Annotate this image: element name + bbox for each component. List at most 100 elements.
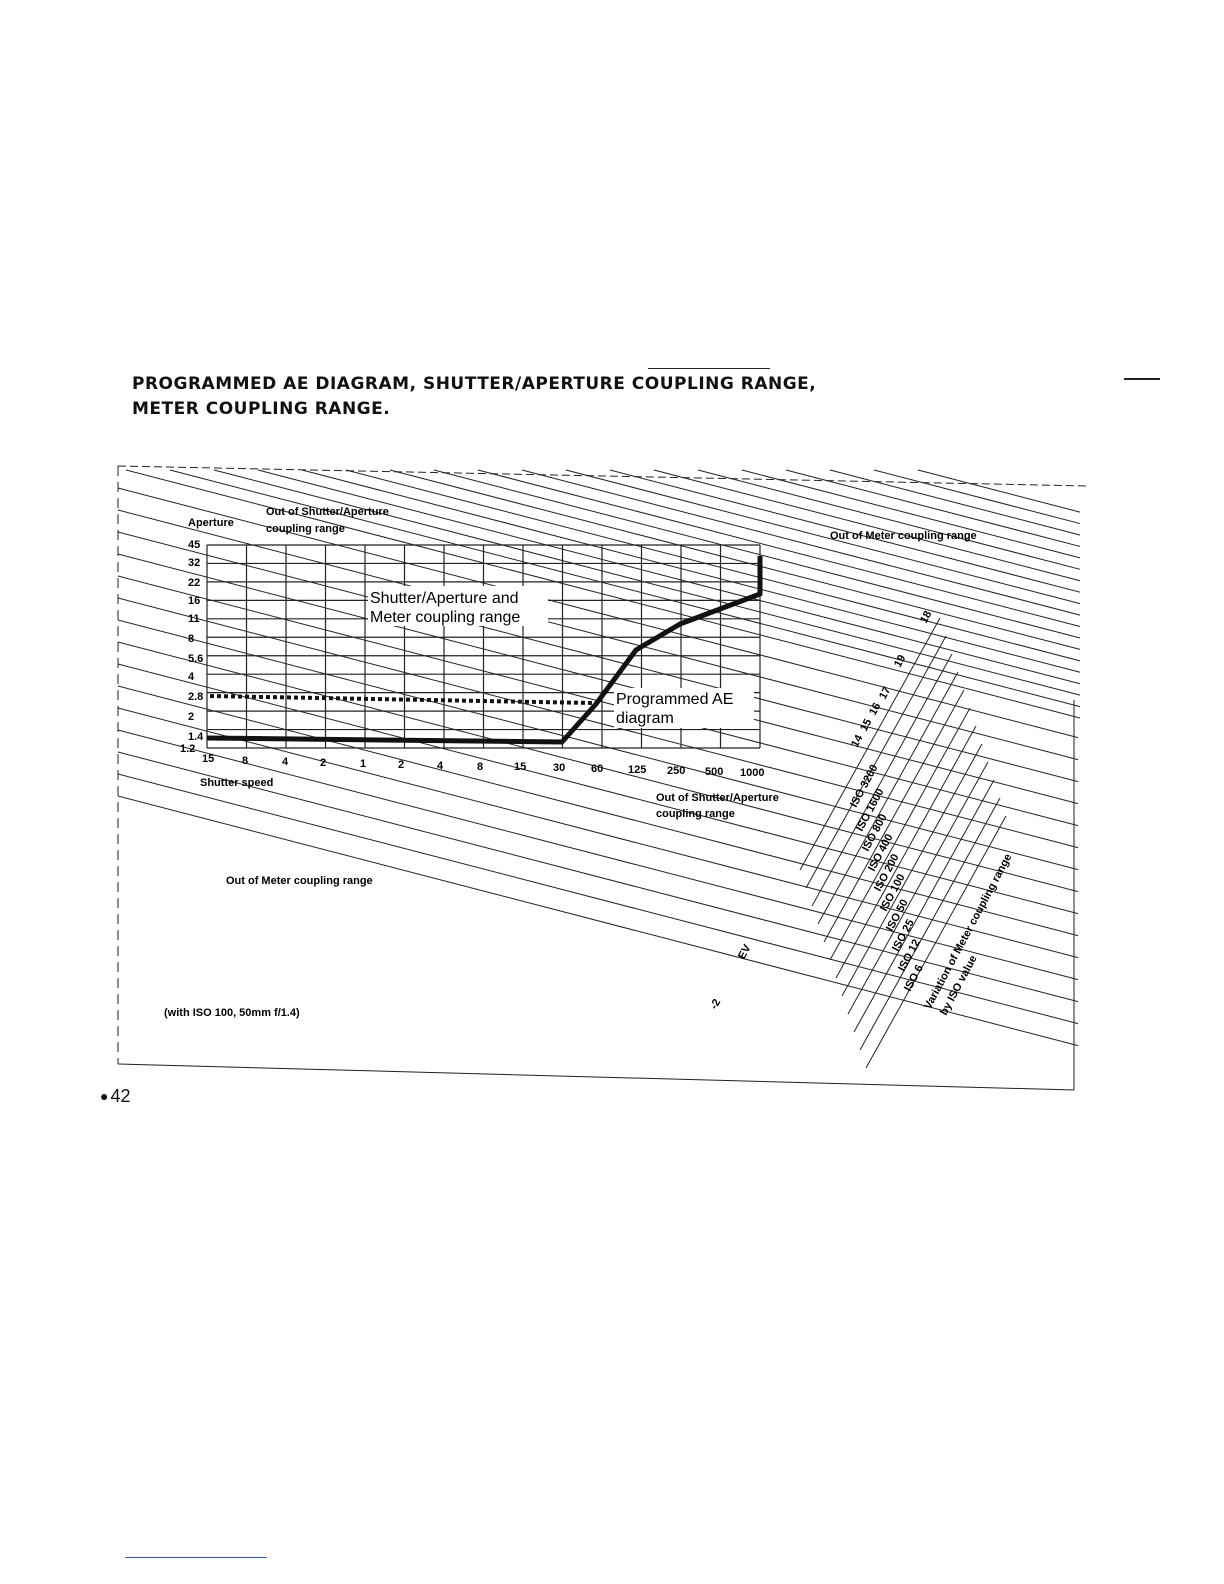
- ev-diagonal-line: [117, 751, 1079, 1003]
- aperture-axis: Aperture 45 32 22 16 11 8 5.6 4 2.8 2 1.…: [180, 517, 234, 755]
- iso-bracket-line: [829, 707, 971, 961]
- ev-diagonal-line: [257, 469, 1081, 685]
- shutter-tick: 1000: [740, 767, 764, 779]
- ev-diagonal-line: [117, 531, 1079, 783]
- aperture-tick: 1.4: [188, 731, 204, 743]
- ev-diagonal-line: [433, 469, 1081, 639]
- programmed-dotted-line: [209, 694, 593, 705]
- ev-diagonal-line: [301, 469, 1081, 673]
- ev-diagonal-line: [117, 619, 1079, 871]
- ev-value: 17: [877, 685, 893, 701]
- ev-value: 16: [867, 701, 883, 717]
- shutter-axis: 15 8 4 2 1 2 4 8 15 30 60 125 250 500 10…: [200, 753, 764, 789]
- ev-diagonal-line: [741, 469, 1081, 559]
- aperture-tick: 2: [188, 711, 194, 723]
- ev-diagonal-line: [213, 469, 1081, 696]
- shutter-tick: 30: [553, 762, 565, 774]
- ev-diagonal-line: [829, 469, 1081, 536]
- iso-bracket-lines: [799, 617, 1007, 1069]
- aperture-tick: 4: [188, 671, 195, 683]
- ev-value: -2: [708, 997, 723, 1011]
- decorative-rule-top: [648, 368, 770, 369]
- aperture-tick: 11: [188, 613, 200, 625]
- programmed-ae-label-line-2: diagram: [616, 710, 674, 727]
- ev-diagonal-lines: [117, 469, 1081, 1047]
- shutter-tick: 125: [628, 764, 646, 776]
- ev-diagonal-line: [117, 773, 1079, 1025]
- ev-diagonal-line: [521, 469, 1081, 616]
- decorative-rule-bottom: [125, 1557, 267, 1558]
- aperture-tick: 22: [188, 577, 200, 589]
- aperture-tick: 32: [188, 557, 200, 569]
- iso-bracket-line: [817, 671, 959, 925]
- aperture-tick: 8: [188, 633, 194, 645]
- ev-diagonal-line: [117, 597, 1079, 849]
- aperture-label: Aperture: [188, 517, 234, 529]
- ev-diagonal-line: [389, 469, 1081, 650]
- ev-diagonal-line: [917, 469, 1081, 513]
- ev-value: 18: [918, 609, 934, 625]
- shutter-tick: 60: [591, 763, 603, 775]
- iso-bracket-line: [853, 779, 995, 1033]
- shutter-speed-label: Shutter speed: [200, 777, 273, 789]
- condition-note: (with ISO 100, 50mm f/1.4): [164, 1007, 300, 1019]
- shutter-tick: 15: [202, 753, 214, 765]
- ev-value: 19: [892, 653, 908, 669]
- out-of-meter-top-label: Out of Meter coupling range: [830, 530, 977, 542]
- ev-diagonal-line: [117, 641, 1079, 893]
- shutter-tick: 2: [398, 759, 404, 771]
- iso-bracket-line: [859, 797, 1001, 1051]
- ev-diagonal-line: [117, 729, 1079, 981]
- ev-diagonal-line: [117, 553, 1079, 805]
- bullet-icon: ●: [100, 1088, 109, 1104]
- variation-label-line-1: Variation of Meter coupling range: [922, 852, 1014, 1011]
- ev-diagonal-line: [117, 509, 1079, 761]
- ev-diagonal-line: [117, 685, 1079, 937]
- diagram-frame: [117, 465, 1089, 1091]
- ev-diagonal-line: [117, 707, 1079, 959]
- ev-diagonal-line: [125, 469, 1081, 719]
- page-title-line-1: PROGRAMMED AE DIAGRAM, SHUTTER/APERTURE …: [132, 374, 817, 394]
- ev-diagonal-line: [477, 469, 1081, 628]
- ev-diagonal-line: [345, 469, 1081, 662]
- shutter-tick: 500: [705, 766, 723, 778]
- out-of-shutter-aperture-bottom-line-2: coupling range: [656, 808, 735, 820]
- shutter-tick: 1: [360, 758, 366, 770]
- ev-diagonal-line: [609, 469, 1081, 593]
- shutter-tick: 2: [320, 757, 326, 769]
- out-of-shutter-aperture-top-line-2: coupling range: [266, 523, 345, 535]
- programmed-ae-label-line-1: Programmed AE: [616, 691, 733, 708]
- ev-value: 15: [858, 717, 874, 733]
- programmed-ae-line: [206, 556, 763, 745]
- out-of-shutter-aperture-bottom-line-1: Out of Shutter/Aperture: [656, 792, 779, 804]
- ev-diagonal-line: [117, 663, 1079, 915]
- iso-bracket-line: [865, 815, 1007, 1069]
- decorative-rule-right: [1124, 378, 1160, 380]
- aperture-tick: 1.2: [180, 743, 195, 755]
- iso-bracket-line: [799, 617, 941, 871]
- iso-bracket-line: [823, 689, 965, 943]
- aperture-tick: 16: [188, 595, 200, 607]
- iso-bracket-line: [835, 725, 977, 979]
- shutter-tick: 4: [282, 756, 289, 768]
- shutter-tick: 15: [514, 761, 526, 773]
- ev-diagonal-line: [653, 469, 1081, 582]
- page-title: PROGRAMMED AE DIAGRAM, SHUTTER/APERTURE …: [132, 372, 952, 422]
- ev-diagonal-line: [565, 469, 1081, 605]
- iso-bracket-line: [847, 761, 989, 1015]
- out-of-meter-bottom-label: Out of Meter coupling range: [226, 875, 373, 887]
- page-number: ●42: [100, 1086, 131, 1106]
- ev-diagonal-line: [117, 487, 1079, 739]
- ev-diagonal-line: [117, 795, 1079, 1047]
- ev-diagonal-line: [873, 469, 1081, 525]
- ev-diagonal-line: [785, 469, 1081, 547]
- iso-bracket-line: [841, 743, 983, 997]
- page-title-line-2: METER COUPLING RANGE.: [132, 399, 391, 419]
- coupling-range-label-line-2: Meter coupling range: [370, 609, 520, 626]
- iso-bracket-line: [811, 653, 953, 907]
- shutter-tick: 4: [437, 760, 444, 772]
- aperture-tick: 2.8: [188, 691, 203, 703]
- out-of-shutter-aperture-top-line-1: Out of Shutter/Aperture: [266, 506, 389, 518]
- ev-value: 14: [849, 732, 866, 749]
